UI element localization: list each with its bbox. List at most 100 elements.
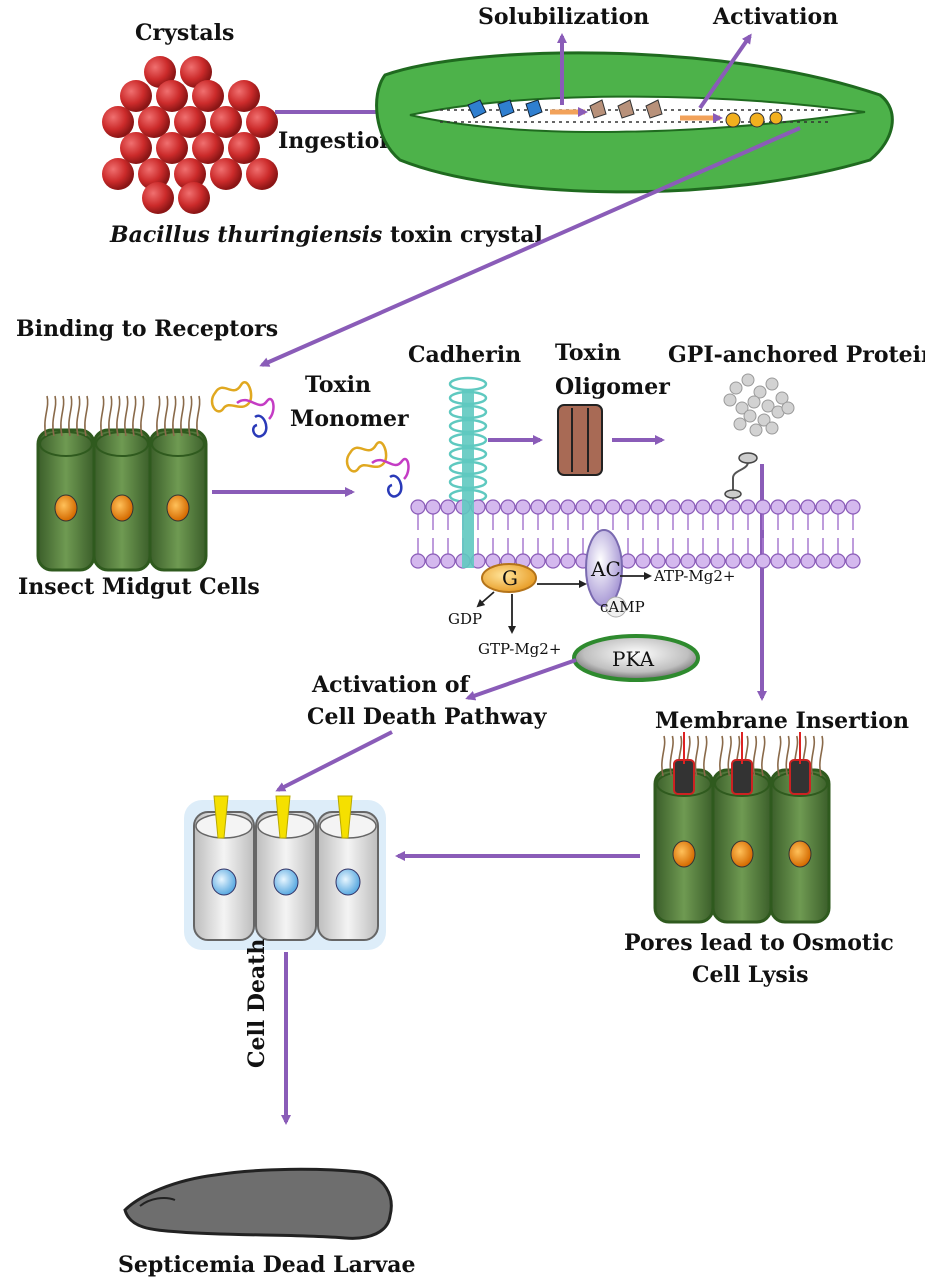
lipid (740, 499, 756, 569)
solubilization-label: Solubilization (478, 4, 649, 30)
lipid (560, 499, 576, 569)
gdp-label: GDP (448, 610, 482, 628)
pore-icon (789, 732, 811, 795)
gpi-anchor-icon (724, 452, 758, 500)
lipid (680, 499, 696, 569)
lipid-bilayer (410, 499, 861, 569)
lipid (725, 499, 741, 569)
lipid (515, 499, 531, 569)
bt-crystal-caption: Bacillus thuringiensis toxin crystal (109, 222, 543, 248)
pores-label-1: Pores lead to Osmotic (624, 930, 894, 956)
lipid (770, 499, 786, 569)
crystal-sphere (192, 80, 224, 112)
insect-gut (375, 51, 894, 194)
crystal-sphere (228, 132, 260, 164)
crystal-sphere (174, 158, 206, 190)
lysed-midgut-cells (653, 732, 831, 924)
crystal-sphere (102, 158, 134, 190)
lipid (425, 499, 441, 569)
crystal-sphere (210, 158, 242, 190)
pka-label: PKA (612, 647, 655, 671)
toxin-oligomer-label-2: Oligomer (555, 374, 670, 400)
ac-label: AC (590, 557, 621, 581)
camp-label: cAMP (600, 598, 645, 616)
arrow-activation (698, 33, 752, 110)
lipid (530, 499, 546, 569)
pores-label-2: Cell Lysis (692, 962, 808, 988)
crystal-sphere (178, 182, 210, 214)
nucleus (273, 868, 299, 896)
nucleus (110, 494, 134, 522)
toxin-monomer-icon-2 (345, 441, 410, 498)
cell (92, 395, 152, 572)
cadherin-label: Cadherin (408, 342, 521, 368)
septicemia-label: Septicemia Dead Larvae (118, 1252, 415, 1278)
dead-cell (255, 795, 317, 941)
lipid (695, 499, 711, 569)
cadherin-stem (462, 390, 474, 568)
lipid (800, 499, 816, 569)
crystal-sphere (174, 106, 206, 138)
lipid (785, 499, 801, 569)
cell (148, 395, 208, 572)
arrow-activation-to-dead-cells (275, 730, 393, 792)
lipid (620, 499, 636, 569)
dead-midgut-cells (184, 795, 386, 950)
lipid (815, 499, 831, 569)
lipid (440, 499, 456, 569)
g-protein-icon: G (481, 563, 537, 593)
nucleus (672, 840, 696, 868)
lipid (485, 499, 501, 569)
activation-label: Activation (712, 4, 838, 30)
toxin-monomer-label-1: Toxin (305, 372, 371, 398)
cell (653, 735, 715, 924)
crystal-cluster (102, 56, 278, 214)
crystal-sphere (228, 80, 260, 112)
pore-icon (731, 732, 753, 795)
lipid (755, 499, 771, 569)
arrow-g-to-gdp (476, 591, 495, 608)
lipid (635, 499, 651, 569)
gpi-protein-icon (723, 373, 795, 437)
nucleus (788, 840, 812, 868)
activation-cdp-label-2: Cell Death Pathway (307, 704, 548, 730)
crystal-sphere (138, 158, 170, 190)
cell (36, 395, 96, 572)
lipid (500, 499, 516, 569)
crystal-sphere (120, 132, 152, 164)
crystal-sphere (102, 106, 134, 138)
toxin-monomer-icon (210, 381, 275, 438)
ac-icon: AC (585, 529, 623, 607)
binding-label: Binding to Receptors (16, 316, 278, 342)
lipid (545, 499, 561, 569)
g-label: G (502, 566, 518, 590)
gtp-label: GTP-Mg2+ (478, 640, 561, 658)
crystal-sphere (144, 56, 176, 88)
membrane-insertion-label: Membrane Insertion (655, 708, 909, 734)
crystal-sphere (156, 80, 188, 112)
crystal-sphere (180, 56, 212, 88)
solubilized-toxins (467, 99, 783, 128)
nucleus (54, 494, 78, 522)
crystal-sphere (246, 106, 278, 138)
lipid (575, 499, 591, 569)
lipid (650, 499, 666, 569)
toxin-oligomer-label-1: Toxin (555, 340, 621, 366)
ingestion-label: Ingestion (278, 128, 395, 154)
arrow-to-receptors (259, 126, 801, 367)
crystal-sphere (120, 80, 152, 112)
gpi-label: GPI-anchored Protein (668, 342, 925, 368)
nucleus (730, 840, 754, 868)
lipid (410, 499, 426, 569)
crystal-sphere (246, 158, 278, 190)
lipid (710, 499, 726, 569)
crystal-sphere (192, 132, 224, 164)
dead-larva-icon (123, 1167, 393, 1240)
toxin-monomer-label-2: Monomer (290, 406, 409, 432)
cell-death-label: Cell Death (244, 939, 270, 1068)
pore-icon (673, 732, 695, 795)
insect-midgut-cells (36, 395, 208, 572)
crystal-sphere (142, 182, 174, 214)
crystals-label: Crystals (135, 20, 234, 46)
